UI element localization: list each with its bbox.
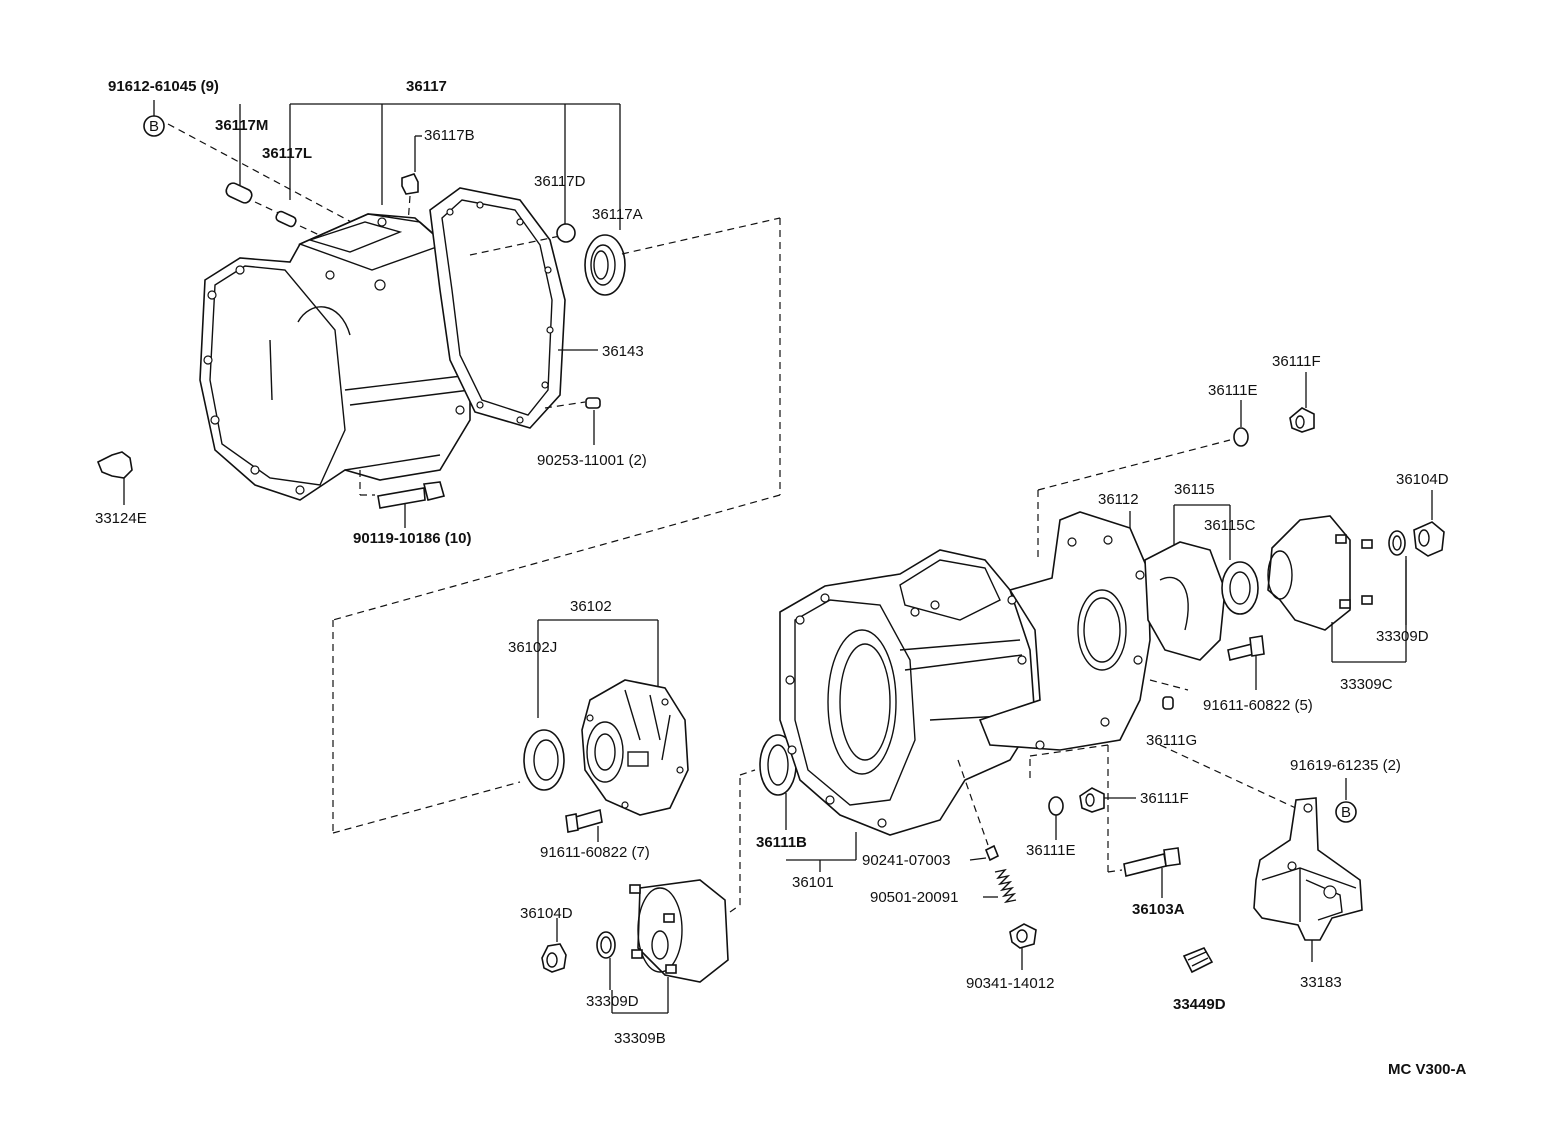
oil-seal-36102j-icon (523, 729, 565, 791)
flange-33309c-icon (1267, 515, 1407, 663)
cover-36115-icon (1144, 541, 1226, 661)
label-36117: 36117 (406, 78, 447, 95)
nut-36104d-left-icon (541, 918, 567, 973)
b-marker-icon: B (143, 100, 371, 233)
label-90253-11001: 90253-11001 (2) (537, 452, 647, 469)
bolt-36103a-icon (1123, 847, 1181, 898)
bolt-91611-5-icon (1227, 635, 1265, 690)
label-91619-61235: 91619-61235 (2) (1290, 757, 1401, 774)
part-labels: 91612-61045 (9) 36117 36117M 36117L 3611… (95, 78, 1467, 1078)
flange-33309b-icon (611, 769, 756, 1014)
label-36111b: 36111B (756, 834, 807, 851)
plug-36111f-top-icon (1289, 372, 1315, 433)
washer-33309d-left-icon (596, 931, 616, 990)
gasket-36143-icon (429, 187, 598, 429)
label-36117m: 36117M (215, 117, 268, 134)
nut-36104d-right-icon (1413, 490, 1445, 557)
label-33124e: 33124E (95, 510, 147, 527)
washer-33309d-right-icon (1388, 530, 1407, 625)
label-90119-10186: 90119-10186 (10) (353, 530, 471, 547)
washer-36111e-mid-icon (1048, 796, 1064, 840)
label-90341-14012: 90341-14012 (966, 975, 1054, 992)
bolt-91611-7-icon (565, 808, 603, 842)
label-36117b: 36117B (424, 127, 475, 144)
washer-36111e-top-icon (1233, 400, 1249, 447)
bolt-90119-icon (377, 481, 445, 528)
bolt-36117b-icon (401, 135, 422, 225)
label-36115: 36115 (1174, 481, 1215, 498)
pin-90253-icon (544, 397, 601, 445)
oil-seal-36117a-icon (584, 234, 626, 296)
label-36101: 36101 (792, 874, 834, 891)
label-90501-20091: 90501-20091 (870, 889, 958, 906)
plug-36117d-icon (556, 223, 576, 243)
label-36111f-top: 36111F (1272, 353, 1321, 370)
label-36104d-right: 36104D (1396, 471, 1449, 488)
label-90241-07003: 90241-07003 (862, 852, 950, 869)
bearing-36115c-icon (1221, 561, 1259, 615)
label-36112: 36112 (1098, 491, 1139, 508)
dashed-guide-1 (332, 217, 781, 834)
label-33309b: 33309B (614, 1030, 666, 1047)
label-36111f-mid: 36111F (1140, 790, 1189, 807)
b-marker-2-icon: B (1335, 778, 1357, 823)
plug-36111f-mid-icon (1079, 787, 1136, 813)
pin-36111g-icon (1149, 679, 1189, 710)
dashed-guide-2 (1029, 744, 1301, 873)
label-91612-61045: 91612-61045 (9) (108, 78, 219, 95)
label-91611-60822-7: 91611-60822 (7) (540, 844, 650, 861)
label-33449d: 33449D (1173, 996, 1226, 1013)
ball-90241-icon (957, 759, 1000, 862)
label-36143: 36143 (602, 343, 644, 360)
label-91611-60822-5: 91611-60822 (5) (1203, 697, 1313, 714)
label-36111g: 36111G (1146, 732, 1197, 749)
transfer-case-36101-icon (779, 549, 1036, 872)
extension-housing-icon (199, 213, 471, 501)
label-33183: 33183 (1300, 974, 1342, 991)
footer-code: MC V300-A (1388, 1061, 1467, 1078)
label-33309c: 33309C (1340, 676, 1393, 693)
label-36117d: 36117D (534, 173, 586, 190)
svg-text:B: B (1341, 804, 1351, 821)
label-36117l: 36117L (262, 145, 312, 162)
label-36103a: 36103A (1132, 901, 1185, 918)
label-36111e-top: 36111E (1208, 382, 1258, 399)
sensor-33124e-icon (96, 451, 133, 505)
plug-90341-icon (1009, 923, 1037, 970)
label-36104d-left: 36104D (520, 905, 573, 922)
shift-housing-33183-icon (1253, 797, 1363, 962)
label-36115c: 36115C (1204, 517, 1256, 534)
label-33309d-left: 33309D (586, 993, 639, 1010)
spring-90501-icon (983, 868, 1017, 904)
bracket-36117 (239, 103, 621, 230)
label-33309d-right: 33309D (1376, 628, 1429, 645)
pin-36117m-icon (225, 182, 286, 217)
svg-text:B: B (149, 118, 159, 135)
rear-cover-36102-icon (581, 679, 689, 816)
label-36102: 36102 (570, 598, 612, 615)
label-36102j: 36102J (508, 639, 557, 656)
adapter-36112-icon (978, 439, 1231, 751)
part-33449d-icon (1182, 946, 1214, 974)
bracket-36115 (1173, 504, 1231, 560)
label-36111e-mid: 36111E (1026, 842, 1076, 859)
label-36117a: 36117A (592, 206, 643, 223)
seal-36111b-icon (759, 734, 797, 830)
